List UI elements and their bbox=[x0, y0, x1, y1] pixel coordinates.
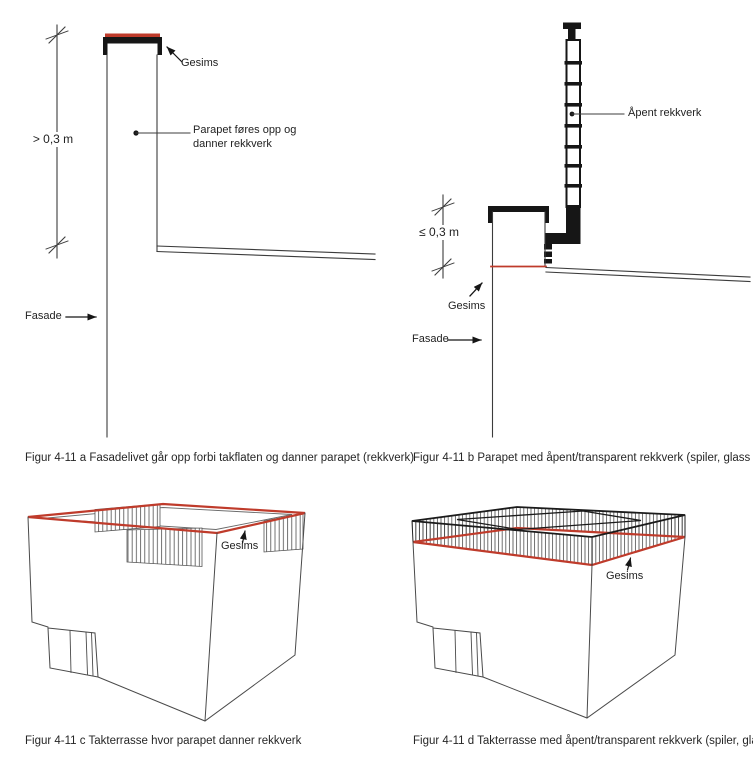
gesims-label-d: Gesims bbox=[606, 570, 644, 582]
caption-figure-d: Figur 4-11 d Takterrasse med åpent/trans… bbox=[413, 735, 753, 747]
fasade-label-b: Fasade bbox=[412, 333, 449, 345]
gesims-arrow-b bbox=[469, 282, 483, 297]
roof-slab-a bbox=[156, 245, 376, 261]
facade-wall-b bbox=[491, 211, 546, 438]
figure-c-diagram bbox=[27, 502, 306, 722]
dimension-label-b: ≤ 0,3 m bbox=[409, 225, 469, 240]
open-railing-b bbox=[544, 22, 582, 264]
figure-a-diagram bbox=[45, 24, 376, 438]
figure-b-diagram bbox=[431, 22, 751, 438]
caption-figure-c: Figur 4-11 c Takterrasse hvor parapet da… bbox=[25, 735, 302, 747]
facade-wall-a bbox=[106, 54, 158, 438]
parapet-label-a-line1: Parapet føres opp og bbox=[193, 124, 297, 136]
annex-doors-c bbox=[47, 627, 99, 678]
gesims-arrow-c bbox=[239, 530, 247, 544]
parapet-cap-b bbox=[488, 206, 549, 223]
parapet-label-a-line2: danner rekkverk bbox=[193, 137, 272, 150]
building-outline-c bbox=[27, 512, 306, 722]
gesims-arrow-a bbox=[166, 46, 183, 63]
building-outline-d bbox=[412, 536, 686, 719]
gesims-label-c: Gesims bbox=[221, 540, 259, 552]
parapet-leader-a bbox=[133, 130, 191, 136]
gesims-label-a: Gesims bbox=[181, 57, 219, 69]
gesims-red-line-a bbox=[105, 33, 160, 38]
figure-d-diagram bbox=[411, 506, 686, 719]
gesims-arrow-d bbox=[625, 557, 632, 571]
fasade-label-a: Fasade bbox=[25, 310, 62, 322]
roof-slab-b bbox=[545, 266, 751, 283]
gesims-label-b: Gesims bbox=[448, 300, 486, 312]
parapet-label-a: Parapet føres opp og danner rekkverk bbox=[193, 124, 296, 152]
apent-rekkverk-label-b: Åpent rekkverk bbox=[628, 107, 702, 119]
dimension-label-a: > 0,3 m bbox=[23, 132, 83, 147]
parapet-cap-a bbox=[103, 33, 162, 55]
railing-bracket-b bbox=[545, 233, 581, 244]
caption-figure-b: Figur 4-11 b Parapet med åpent/transpare… bbox=[413, 452, 753, 464]
annex-doors-d bbox=[432, 627, 484, 678]
caption-figure-a: Figur 4-11 a Fasadelivet går opp forbi t… bbox=[25, 452, 415, 464]
parapet-inner-face-hatch-c bbox=[94, 503, 304, 567]
gesims-red-perimeter-c bbox=[27, 502, 306, 535]
railing-corner-posts-d bbox=[411, 514, 686, 566]
roof-inner-edge-d bbox=[456, 510, 642, 531]
apent-rekkverk-leader-b bbox=[569, 111, 625, 117]
